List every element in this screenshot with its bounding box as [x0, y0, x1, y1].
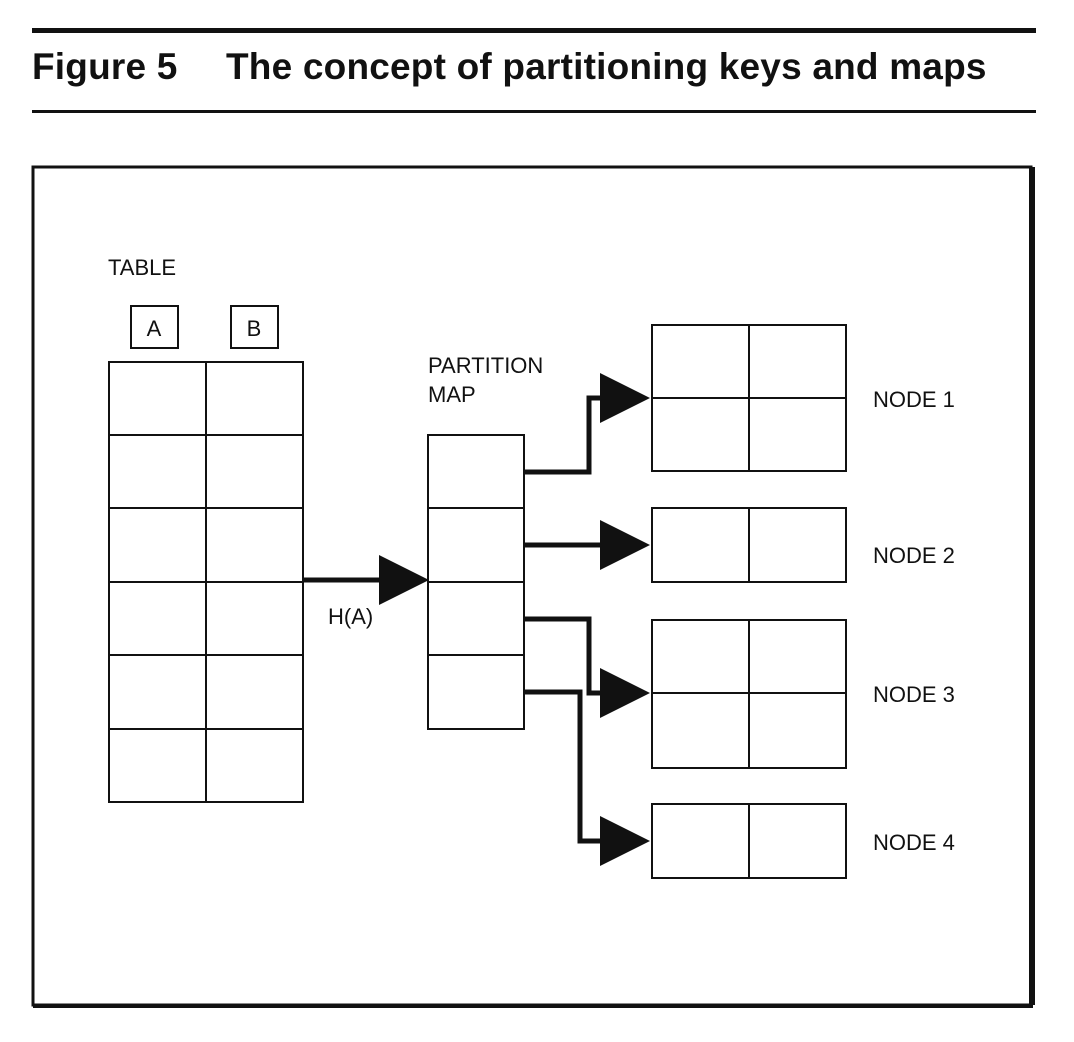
figure-number: Figure 5: [32, 46, 178, 87]
column-key-b-box: [230, 305, 279, 349]
partition-map-label-line1: PARTITION: [428, 353, 543, 378]
bottom-rule: [32, 110, 1036, 113]
route-arrow-node-3: [524, 616, 650, 718]
node-4-label: NODE 4: [873, 830, 955, 855]
column-key-a-box: [130, 305, 179, 349]
node-3-storage: [651, 619, 847, 769]
partition-map-label-line2: MAP: [428, 382, 476, 407]
column-key-a: A: [147, 316, 162, 341]
figure-title: The concept of partitioning keys and map…: [226, 46, 987, 87]
node-3-label: NODE 3: [873, 682, 955, 707]
partition-map: [427, 434, 525, 730]
table-label: TABLE: [108, 255, 176, 280]
route-arrow-node-1: [524, 373, 650, 475]
top-rule: [32, 28, 1036, 33]
hash-label: H(A): [328, 604, 373, 629]
node-2-storage: [651, 507, 847, 583]
node-1-label: NODE 1: [873, 387, 955, 412]
node-1-storage: [651, 324, 847, 472]
node-2-label: NODE 2: [873, 543, 955, 568]
diagram-frame: [31, 165, 1033, 1007]
node-4-storage: [651, 803, 847, 879]
column-key-b: B: [247, 316, 262, 341]
route-arrow-node-4: [524, 689, 650, 866]
